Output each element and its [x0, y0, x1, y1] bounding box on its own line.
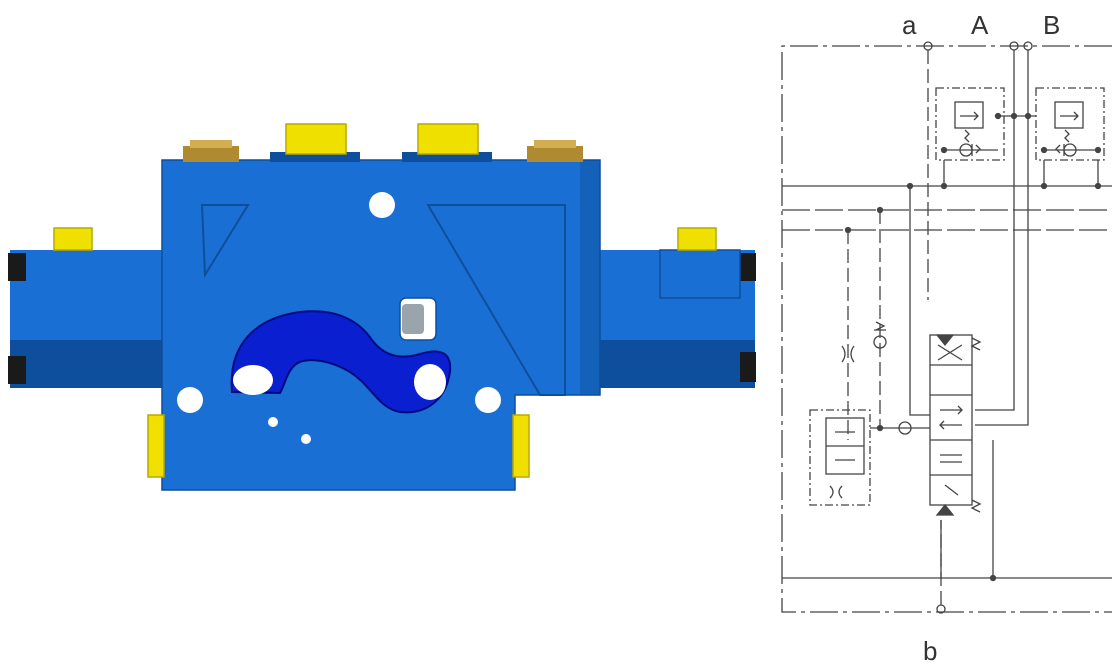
passage-opening-right	[414, 364, 446, 400]
valve-section-dividers	[930, 364, 972, 476]
relief-spring-B	[1064, 129, 1070, 143]
spool-end	[402, 304, 424, 334]
spring-top	[970, 337, 982, 351]
section-boundary	[781, 45, 1112, 613]
mount-hole-right	[475, 387, 501, 413]
valve-parallel-position	[940, 454, 962, 463]
boss-left	[270, 152, 360, 162]
relief-arrow-A	[960, 111, 979, 121]
valve-flow-arrow-1	[940, 405, 963, 415]
pressure-to-spool	[909, 186, 930, 416]
main-block-edge	[580, 160, 600, 395]
mount-hole-top	[369, 192, 395, 218]
relief-valve-B	[1054, 101, 1084, 129]
plug-yellow-front-left	[147, 414, 165, 478]
right-port-cap	[740, 253, 756, 281]
left-port-cap	[8, 253, 26, 281]
pin-hole-2	[301, 434, 311, 444]
plug-yellow-side-right	[677, 227, 717, 251]
plug-yellow-left	[285, 123, 347, 155]
valve-cross-position	[937, 344, 963, 361]
valve-body-3d	[8, 123, 756, 491]
work-line-A	[975, 50, 1015, 411]
compensator-orifice	[829, 485, 843, 499]
left-extension-top	[10, 250, 170, 340]
flow-passage	[230, 310, 452, 414]
node	[1040, 146, 1048, 154]
right-boss	[659, 249, 741, 299]
node	[940, 146, 948, 154]
plug-brass-left-top	[190, 140, 232, 148]
valve-flow-arrow-2	[939, 420, 962, 430]
compensator-block	[809, 409, 871, 506]
plug-yellow-right	[417, 123, 479, 155]
spring-bottom	[970, 499, 982, 513]
block-connections	[943, 115, 1099, 186]
boss-right	[402, 152, 492, 162]
load-check-valve	[898, 421, 912, 435]
check-spring-A	[971, 144, 981, 156]
port-label-a: a	[902, 10, 917, 40]
plug-brass-left	[183, 146, 239, 162]
valve-diagonal	[944, 484, 959, 496]
directional-valve	[929, 334, 973, 506]
plug-brass-right-top	[534, 140, 576, 148]
facet-left	[200, 204, 250, 279]
right-port-cap-lower	[740, 352, 756, 382]
plug-yellow-front-right	[512, 414, 530, 478]
facet-right	[426, 204, 566, 396]
relief-spring-A	[964, 129, 970, 143]
left-port-cap-lower	[8, 356, 26, 384]
check-spring-B	[1055, 144, 1065, 156]
plug-yellow-side-left	[53, 227, 93, 251]
port-label-B: B	[1043, 10, 1060, 40]
port-label-b: b	[923, 636, 937, 666]
pilot-check-spring	[874, 321, 886, 331]
port-label-A: A	[971, 10, 989, 40]
orifice-symbol	[841, 345, 855, 363]
pilot-triangle-bottom	[935, 503, 955, 516]
relief-block-A	[935, 87, 1005, 161]
relief-valve-A	[954, 101, 984, 129]
relief-arrow-B	[1060, 111, 1079, 121]
mount-hole-left	[177, 387, 203, 413]
pin-hole-1	[268, 417, 278, 427]
plug-brass-right	[527, 146, 583, 162]
pilot-check-valve	[873, 335, 887, 349]
relief-block-B	[1035, 87, 1105, 161]
passage-opening-left	[233, 365, 273, 395]
node	[1094, 146, 1102, 154]
compensator-ports	[826, 431, 864, 461]
work-line-B	[975, 50, 1029, 426]
pilot-triangle-top	[935, 334, 955, 347]
hydraulic-schematic: a A B b	[781, 10, 1112, 666]
